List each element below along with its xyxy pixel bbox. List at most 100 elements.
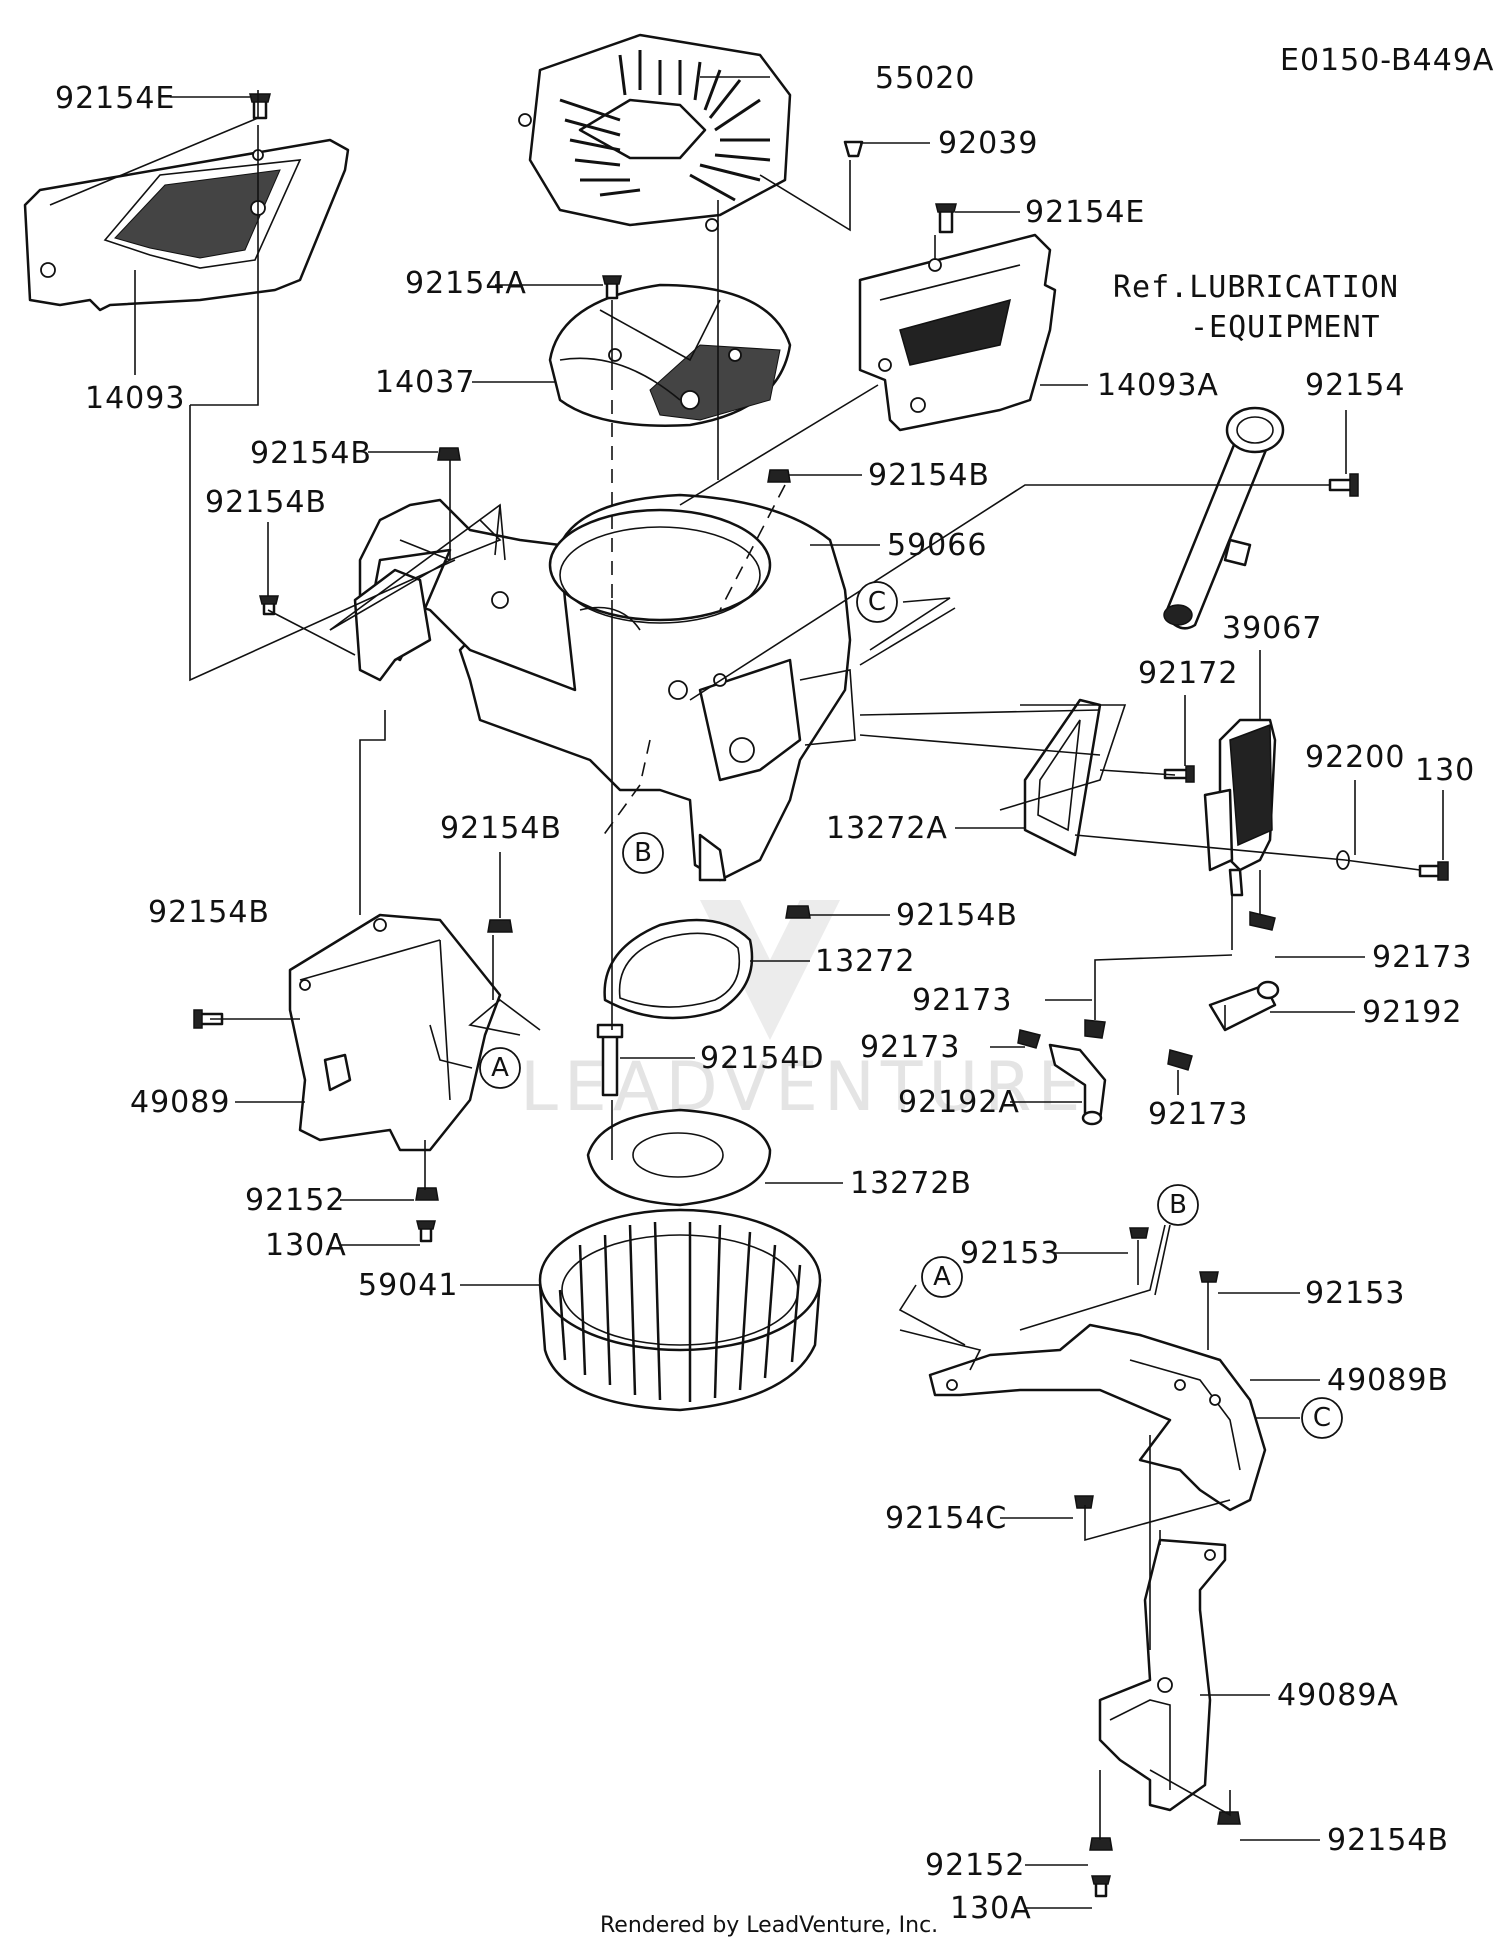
part-92154d-bolt[interactable]	[596, 1023, 624, 1097]
label-13272a[interactable]: 13272A	[826, 811, 948, 846]
bolt-130[interactable]	[1418, 861, 1449, 881]
label-49089b[interactable]: 49089B	[1327, 1363, 1449, 1398]
label-92152-2[interactable]: 92152	[925, 1848, 1025, 1883]
label-130a-1[interactable]: 130A	[265, 1228, 347, 1263]
svg-text:C: C	[1313, 1403, 1331, 1433]
footer-credit: Rendered by LeadVenture, Inc.	[600, 1913, 938, 1938]
part-13272b-plate[interactable]	[586, 1108, 772, 1207]
callout-leaders	[429, 597, 1300, 1419]
label-13272[interactable]: 13272	[815, 944, 915, 979]
label-92154b-7[interactable]: 92154B	[1327, 1823, 1449, 1858]
part-49089a-shield[interactable]	[1098, 1538, 1227, 1812]
label-92200[interactable]: 92200	[1305, 740, 1405, 775]
label-92154b-5[interactable]: 92154B	[440, 811, 562, 846]
diagram-code: E0150-B449A	[1280, 43, 1494, 78]
label-leaders	[134, 76, 1444, 1909]
label-92154b-6[interactable]: 92154B	[148, 895, 270, 930]
label-92172[interactable]: 92172	[1138, 656, 1238, 691]
label-92154b-4[interactable]: 92154B	[896, 898, 1018, 933]
label-92173-3[interactable]: 92173	[860, 1030, 960, 1065]
bolt-92154e-left[interactable]	[249, 93, 271, 120]
callout-c-upper: C	[856, 581, 898, 623]
label-55020[interactable]: 55020	[875, 61, 975, 96]
bolt-92154b-7[interactable]	[1217, 1811, 1241, 1825]
label-92173-2[interactable]: 92173	[912, 983, 1012, 1018]
part-14093-cover[interactable]	[23, 138, 350, 312]
label-92153-1[interactable]: 92153	[960, 1236, 1060, 1271]
bolt-92039[interactable]	[843, 140, 864, 158]
label-14093[interactable]: 14093	[85, 381, 185, 416]
bolt-92153-2[interactable]	[1199, 1271, 1219, 1283]
part-14093a-cover[interactable]	[858, 233, 1057, 432]
svg-text:B: B	[1169, 1190, 1187, 1220]
callout-a-lower: A	[921, 1256, 963, 1298]
svg-text:C: C	[868, 587, 886, 617]
label-92154e-left[interactable]: 92154E	[55, 81, 175, 116]
bolt-92154a[interactable]	[602, 275, 622, 300]
svg-text:B: B	[634, 838, 652, 868]
nut-92152-2[interactable]	[1089, 1837, 1113, 1851]
label-92154b-2[interactable]: 92154B	[868, 458, 990, 493]
label-130[interactable]: 130	[1415, 753, 1475, 788]
label-14037[interactable]: 14037	[375, 365, 475, 400]
part-14037-plate[interactable]	[548, 283, 792, 427]
part-59041-fan[interactable]	[538, 1208, 822, 1412]
label-92173-1[interactable]: 92173	[1372, 940, 1472, 975]
part-lubrication-tube[interactable]	[1163, 406, 1285, 630]
bolt-92154c[interactable]	[1074, 1495, 1094, 1509]
bolt-92154b-5[interactable]	[487, 919, 513, 933]
label-59066[interactable]: 59066	[887, 528, 987, 563]
bolt-92154e-right[interactable]	[935, 203, 957, 234]
bolt-92154b-4[interactable]	[785, 905, 811, 919]
part-13272-gasket[interactable]	[603, 918, 754, 1020]
label-92192a[interactable]: 92192A	[898, 1085, 1020, 1120]
part-49089b-bracket[interactable]	[928, 1323, 1267, 1512]
label-130a-2[interactable]: 130A	[950, 1891, 1032, 1926]
bolt-92154-ref[interactable]	[1328, 473, 1359, 497]
bolt-130a-2[interactable]	[1091, 1875, 1111, 1898]
label-92173-4[interactable]: 92173	[1148, 1097, 1248, 1132]
bolt-130a-1[interactable]	[416, 1220, 436, 1243]
label-92154d[interactable]: 92154D	[700, 1041, 825, 1076]
label-92154e-right[interactable]: 92154E	[1025, 195, 1145, 230]
label-92039[interactable]: 92039	[938, 126, 1038, 161]
part-55020-screen[interactable]	[518, 33, 792, 232]
assembly-lines	[49, 90, 1421, 1840]
label-92153-2[interactable]: 92153	[1305, 1276, 1405, 1311]
reference-line-1[interactable]: Ref.LUBRICATION	[1113, 270, 1399, 305]
label-92152-1[interactable]: 92152	[245, 1183, 345, 1218]
label-92192[interactable]: 92192	[1362, 995, 1462, 1030]
bolt-92154b-2[interactable]	[767, 469, 791, 483]
hose-92192a[interactable]	[1048, 1043, 1107, 1126]
part-49089-shield[interactable]	[288, 913, 502, 1152]
clip-92173-1[interactable]	[1249, 911, 1276, 931]
label-59041[interactable]: 59041	[358, 1268, 458, 1303]
label-39067[interactable]: 39067	[1222, 611, 1322, 646]
label-14093a[interactable]: 14093A	[1097, 368, 1219, 403]
label-13272b[interactable]: 13272B	[850, 1166, 972, 1201]
nut-92152-1[interactable]	[415, 1187, 439, 1201]
part-13272a-gasket[interactable]	[1023, 698, 1102, 857]
hose-92192[interactable]	[1208, 980, 1280, 1032]
reference-line-2[interactable]: -EQUIPMENT	[1190, 310, 1381, 345]
clip-92173-3[interactable]	[1017, 1029, 1041, 1049]
bolt-92153-1[interactable]	[1129, 1227, 1149, 1239]
callout-b-upper: B	[622, 832, 664, 874]
label-92154a[interactable]: 92154A	[405, 266, 527, 301]
svg-text:A: A	[491, 1053, 509, 1083]
part-labels: E0150-B449A Ref.LUBRICATION -EQUIPMENT 9…	[55, 43, 1494, 1938]
clip-92173-2[interactable]	[1084, 1019, 1106, 1039]
part-39067-cooler[interactable]	[1203, 718, 1277, 897]
label-92154b-3[interactable]: 92154B	[205, 485, 327, 520]
bolt-92154b-3[interactable]	[259, 595, 279, 616]
label-92154c[interactable]: 92154C	[885, 1501, 1007, 1536]
callout-b-lower: B	[1157, 1184, 1199, 1226]
callout-c-lower: C	[1301, 1397, 1343, 1439]
label-49089a[interactable]: 49089A	[1277, 1678, 1399, 1713]
label-92154[interactable]: 92154	[1305, 368, 1405, 403]
clip-92173-4[interactable]	[1167, 1049, 1193, 1071]
label-92154b-1[interactable]: 92154B	[250, 436, 372, 471]
bolt-92154b-1[interactable]	[437, 447, 461, 461]
label-49089[interactable]: 49089	[130, 1085, 230, 1120]
